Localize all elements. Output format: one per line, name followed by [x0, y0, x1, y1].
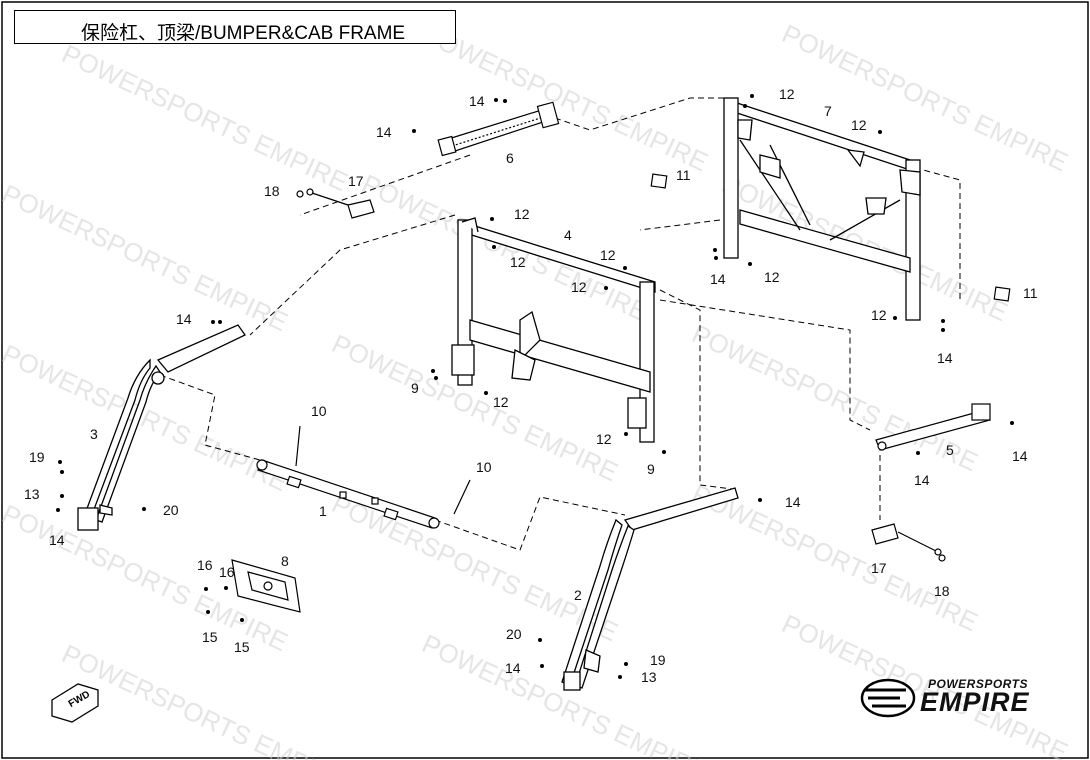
callout-7: 7: [824, 103, 832, 119]
callout-10b: 10: [476, 459, 492, 475]
callout-14j: 14: [505, 660, 521, 676]
callout-14b: 14: [376, 124, 392, 140]
svg-text:POWERSPORTS EMPIRE: POWERSPORTS EMPIRE: [57, 638, 352, 760]
part-2-right-pillar: [561, 487, 739, 691]
svg-text:POWERSPORTS EMPIRE: POWERSPORTS EMPIRE: [0, 338, 293, 497]
part-3-left-pillar: [77, 324, 246, 531]
callout-14f: 14: [937, 350, 953, 366]
callout-12b: 12: [510, 254, 526, 270]
callout-12j: 12: [871, 307, 887, 323]
callout-4: 4: [564, 227, 572, 243]
assembly-guide-lines: [159, 97, 961, 551]
part-5-rear-bar: [875, 403, 991, 451]
svg-text:POWERSPORTS EMPIRE: POWERSPORTS EMPIRE: [57, 38, 352, 197]
callout-12h: 12: [851, 117, 867, 133]
callout-14c: 14: [176, 311, 192, 327]
svg-text:POWERSPORTS EMPIRE: POWERSPORTS EMPIRE: [0, 178, 293, 337]
part-11-cap-right: [993, 286, 1011, 302]
callout-14i: 14: [785, 494, 801, 510]
callout-17a: 17: [348, 173, 364, 189]
callout-12c: 12: [600, 247, 616, 263]
callout-9a: 9: [411, 380, 419, 396]
part-11-cap-left: [650, 173, 668, 189]
watermark-pattern: POWERSPORTS EMPIRE POWERSPORTS EMPIRE PO…: [0, 18, 1073, 760]
svg-text:POWERSPORTS EMPIRE: POWERSPORTS EMPIRE: [327, 488, 622, 647]
callout-8: 8: [281, 553, 289, 569]
callout-14a: 14: [469, 93, 485, 109]
callout-12g: 12: [779, 86, 795, 102]
callout-14g: 14: [1012, 448, 1028, 464]
callout-6: 6: [506, 150, 514, 166]
callout-20b: 20: [506, 626, 522, 642]
svg-text:POWERSPORTS EMPIRE: POWERSPORTS EMPIRE: [417, 628, 712, 760]
callout-1: 1: [319, 503, 327, 519]
part-7-rear-frame: [723, 97, 921, 321]
callout-14d: 14: [49, 532, 65, 548]
part-1-front-bumper: [256, 425, 471, 529]
callout-19b: 19: [650, 652, 666, 668]
part-17-upper: [296, 188, 375, 219]
callout-18b: 18: [934, 583, 950, 599]
callout-12f: 12: [596, 431, 612, 447]
part-4-center-frame: [451, 217, 656, 443]
brand-line2: EMPIRE: [920, 687, 1030, 717]
callout-9b: 9: [647, 461, 655, 477]
callout-14e: 14: [710, 271, 726, 287]
svg-text:POWERSPORTS EMPIRE: POWERSPORTS EMPIRE: [687, 318, 982, 477]
callout-12i: 12: [764, 269, 780, 285]
fwd-arrow-icon: [51, 683, 99, 723]
callout-17b: 17: [871, 560, 887, 576]
page-title: 保险杠、顶梁/BUMPER&CAB FRAME: [81, 23, 406, 44]
part-8-plate: [231, 559, 301, 613]
callout-5: 5: [946, 442, 954, 458]
svg-text:POWERSPORTS EMPIRE: POWERSPORTS EMPIRE: [777, 18, 1072, 177]
callout-14h: 14: [914, 472, 930, 488]
callout-16a: 16: [197, 557, 213, 573]
svg-text:POWERSPORTS EMPIRE: POWERSPORTS EMPIRE: [687, 478, 982, 637]
callout-13b: 13: [641, 669, 657, 685]
callout-12e: 12: [493, 394, 509, 410]
brand-logo: POWERSPORTS EMPIRE: [862, 673, 1062, 723]
callout-3: 3: [90, 426, 98, 442]
title-box: 保险杠、顶梁/BUMPER&CAB FRAME: [14, 10, 456, 44]
callout-2: 2: [574, 587, 582, 603]
empire-wings-icon: [860, 678, 916, 718]
fastener-dots: [56, 94, 1014, 679]
part-6-bar: [437, 101, 560, 157]
callout-19a: 19: [29, 449, 45, 465]
svg-text:POWERSPORTS EMPIRE: POWERSPORTS EMPIRE: [417, 18, 712, 177]
callout-10a: 10: [311, 403, 327, 419]
callout-18a: 18: [264, 183, 280, 199]
callout-12a: 12: [514, 206, 530, 222]
callout-15a: 15: [202, 629, 218, 645]
callout-13a: 13: [24, 486, 40, 502]
callout-12d: 12: [571, 279, 587, 295]
callout-11b: 11: [1023, 285, 1038, 301]
callout-20a: 20: [163, 502, 179, 518]
brand-line1: POWERSPORTS: [928, 677, 1028, 691]
part-17-lower: [871, 523, 946, 562]
callout-11a: 11: [676, 167, 691, 183]
callout-16b: 16: [219, 564, 235, 580]
callout-15b: 15: [234, 639, 250, 655]
